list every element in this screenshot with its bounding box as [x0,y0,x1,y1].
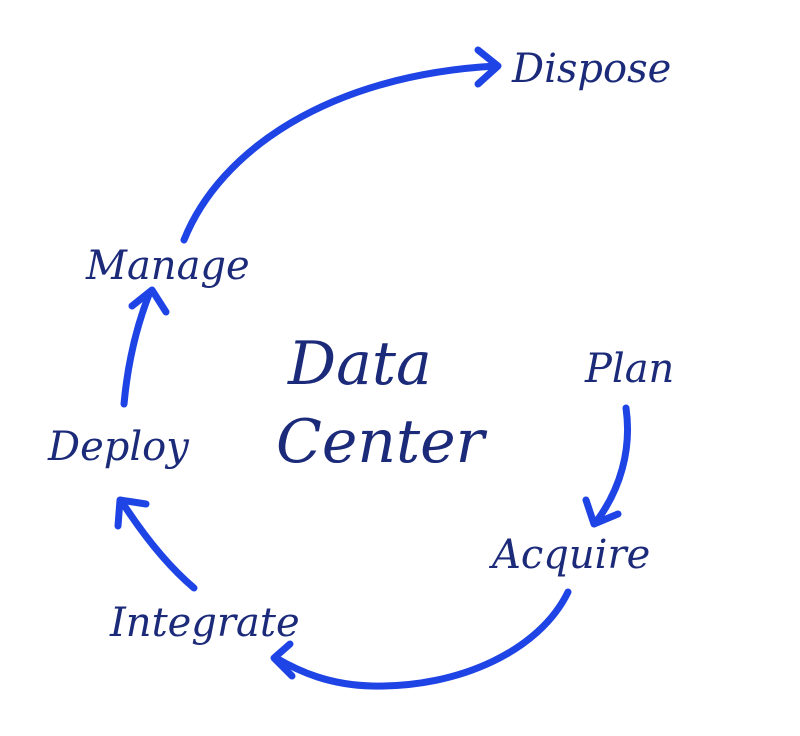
arrow-deploy-to-manage [120,286,170,408]
arrow-acquire-to-integrate [270,588,572,690]
label-integrate: Integrate [109,600,300,646]
arrow-plan-to-acquire [582,404,632,528]
center-title-line2: Center [276,407,488,477]
label-manage: Manage [85,243,250,289]
label-dispose: Dispose [511,46,671,92]
arrow-manage-to-dispose [180,46,502,244]
label-acquire: Acquire [488,532,650,578]
center-title-line1: Data [287,329,432,399]
label-deploy: Deploy [47,424,190,470]
arrow-integrate-to-deploy [114,496,198,592]
label-plan: Plan [584,346,674,392]
